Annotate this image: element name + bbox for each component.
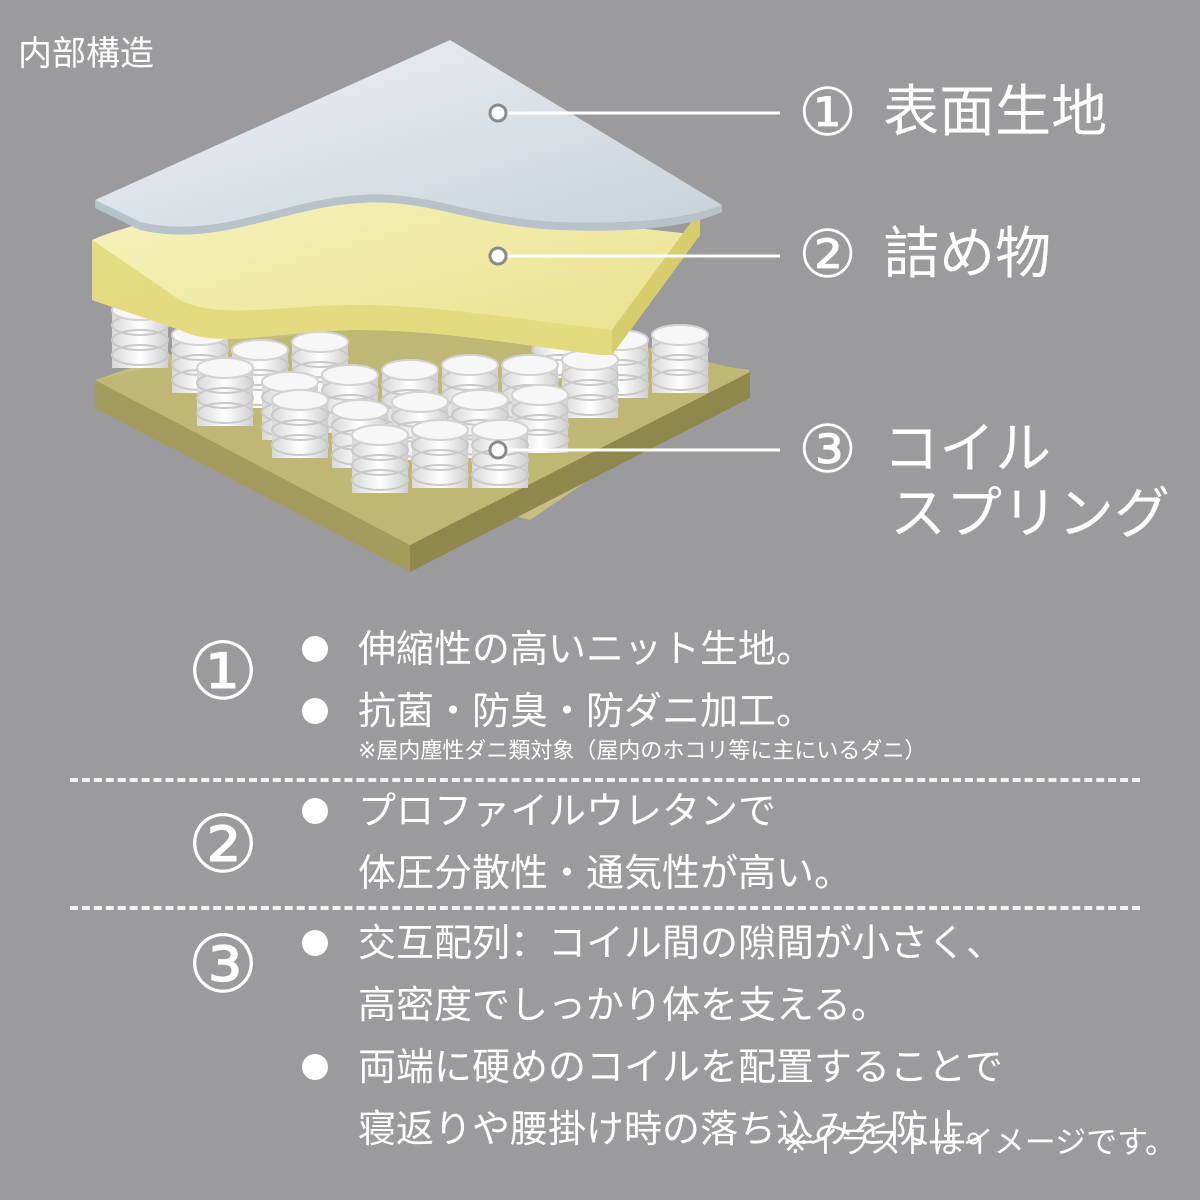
- coil-spring: [561, 349, 619, 418]
- bullet-text: 体圧分散性・通気性が高い。: [358, 851, 853, 895]
- bullet-dot: [302, 636, 328, 662]
- surface-fabric-layer: [95, 40, 722, 235]
- callout-label: スプリング: [890, 482, 1170, 547]
- callout-filling: ② 詰め物: [798, 222, 1051, 288]
- coil-spring: [351, 424, 409, 493]
- bullet-text: 抗菌・防臭・防ダニ加工。: [358, 689, 815, 733]
- callout-coil-spring-line2: スプリング: [890, 482, 1170, 548]
- callout-dot-1: [488, 103, 508, 123]
- callout-surface-fabric: ① 表面生地: [798, 80, 1107, 146]
- callout-coil-spring: ③ コイル: [798, 417, 1051, 483]
- coil-spring: [651, 324, 709, 393]
- list-item: 伸縮性の高いニット生地。: [302, 618, 814, 680]
- detail-number-3: ③: [187, 918, 259, 1011]
- callout-number: ①: [798, 74, 858, 151]
- bullet-text: プロファイルウレタンで: [358, 789, 777, 833]
- callout-dot-3: [488, 440, 508, 460]
- bullet-dot: [302, 798, 328, 824]
- bullet-dot: [302, 698, 328, 724]
- bullet-text: 両端に硬めのコイルを配置することで: [358, 1045, 1003, 1089]
- detail-section-1: 伸縮性の高いニット生地。 抗菌・防臭・防ダニ加工。: [302, 618, 814, 742]
- detail-number-1: ①: [187, 625, 259, 718]
- callout-number: ③: [798, 411, 858, 488]
- coil-spring: [411, 419, 469, 488]
- detail-section-2: プロファイルウレタンで 体圧分散性・通気性が高い。: [302, 780, 852, 904]
- divider: [70, 778, 1140, 782]
- callout-label: 表面生地: [883, 80, 1108, 145]
- mattress-structure-illustration: [92, 40, 780, 572]
- bullet-text: 伸縮性の高いニット生地。: [358, 627, 815, 671]
- divider: [70, 906, 1140, 910]
- section-title: 内部構造: [18, 34, 154, 74]
- detail-note: ※屋内塵性ダニ類対象（屋内のホコリ等に主にいるダニ）: [358, 739, 927, 764]
- list-item: 交互配列：コイル間の隙間が小さく、 高密度でしっかり体を支える。: [302, 912, 1004, 1036]
- bullet-dot: [302, 1054, 328, 1080]
- list-item: プロファイルウレタンで 体圧分散性・通気性が高い。: [302, 780, 852, 904]
- coil-spring: [271, 389, 329, 458]
- callout-label: コイル: [883, 417, 1052, 482]
- coil-springs: [111, 299, 709, 493]
- callout-number: ②: [798, 216, 858, 293]
- detail-number-2: ②: [187, 798, 259, 891]
- detail-section-3: 交互配列：コイル間の隙間が小さく、 高密度でしっかり体を支える。 両端に硬めのコ…: [302, 912, 1004, 1160]
- callout-label: 詰め物: [883, 222, 1052, 287]
- bullet-dot: [302, 930, 328, 956]
- callout-dot-2: [488, 246, 508, 266]
- bullet-text: 高密度でしっかり体を支える。: [358, 983, 889, 1027]
- leader-lines: [498, 111, 780, 452]
- list-item: 抗菌・防臭・防ダニ加工。: [302, 680, 814, 742]
- bullet-text: 交互配列：コイル間の隙間が小さく、: [358, 921, 1005, 965]
- list-item: 両端に硬めのコイルを配置することで 寝返りや腰掛け時の落ち込みを防止。: [302, 1036, 1004, 1160]
- disclaimer-footnote: ※イラストはイメージです。: [782, 1125, 1176, 1161]
- bullet-text: 寝返りや腰掛け時の落ち込みを防止。: [358, 1107, 1005, 1151]
- coil-spring: [196, 357, 254, 426]
